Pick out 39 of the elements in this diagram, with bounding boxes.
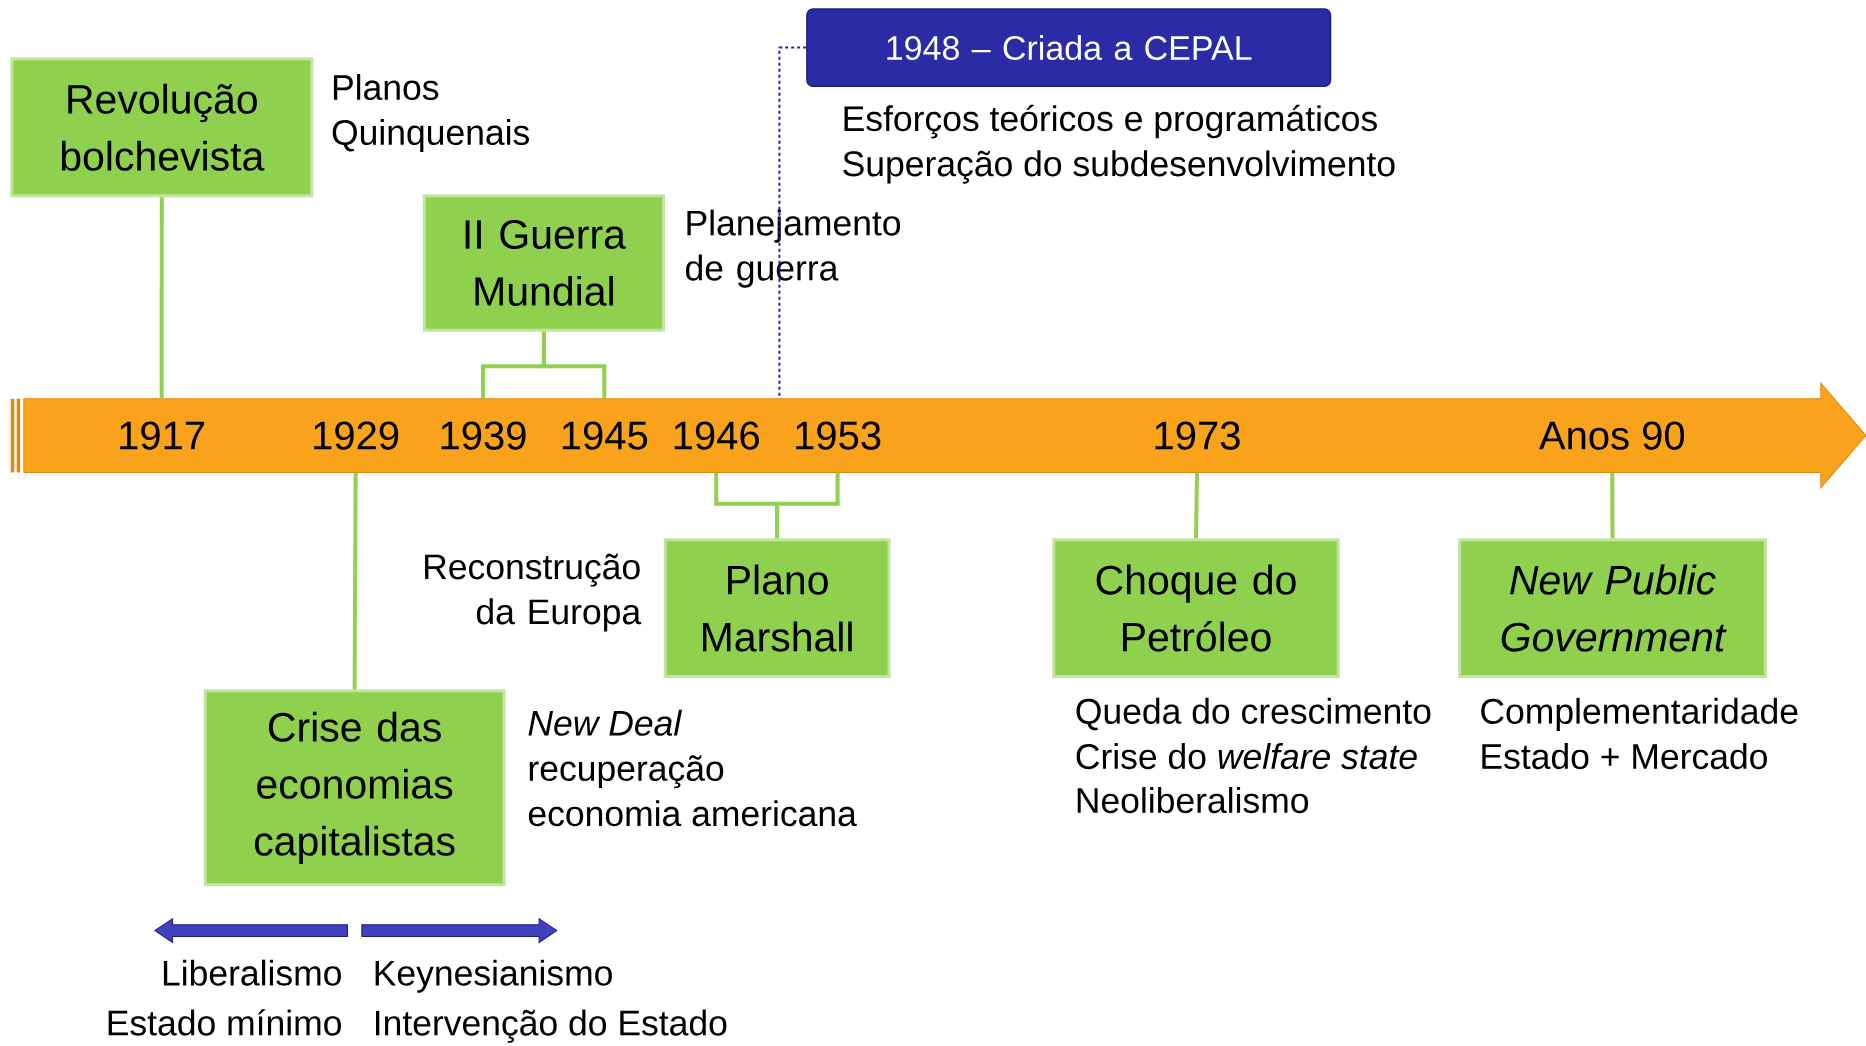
timeline-arrow — [10, 382, 1866, 489]
note-text: recuperação — [529, 755, 724, 789]
year-label: 1945 — [562, 421, 648, 450]
connector-line — [159, 197, 164, 399]
year-label: Anos 90 — [1539, 421, 1685, 450]
note-text: Crise do welfare state — [1076, 743, 1417, 770]
connector-line — [1610, 472, 1615, 539]
year-label: 1973 — [1155, 421, 1240, 450]
note-text: Planejamento de guerra — [686, 209, 901, 288]
year-label: 1946 — [674, 421, 759, 450]
note-text: Reconstrução da Europa — [425, 553, 642, 632]
label-text: Keynesianismo — [375, 959, 612, 993]
year-label: 1929 — [314, 421, 399, 450]
event-box: Crise das economias capitalistas — [203, 689, 506, 887]
event-box: Revolução bolchevista — [10, 57, 314, 198]
note-text: Esforços teóricos e programáticos — [844, 104, 1377, 139]
connector-line — [541, 331, 607, 399]
connector-line — [352, 472, 358, 690]
event-box: II Guerra Mundial — [422, 194, 665, 332]
note-text: New Deal — [528, 709, 683, 736]
note-text: economia americana — [528, 800, 857, 827]
note-text: Planos Quinquenais — [332, 74, 529, 153]
connector-line — [775, 472, 840, 539]
note-text: Complementaridade — [1481, 697, 1798, 731]
note-text: Superação do subdesenvolvimento — [843, 150, 1395, 184]
label-text: Estado mínimo — [108, 1009, 341, 1036]
year-label: 1953 — [796, 421, 881, 450]
note-text: Queda do crescimento — [1076, 697, 1431, 731]
year-label: 1939 — [441, 421, 526, 450]
note-text: Estado + Mercado — [1482, 743, 1767, 770]
event-box: Plano Marshall — [663, 538, 891, 679]
note-text: Neoliberalismo — [1077, 787, 1309, 814]
connector-line — [1194, 472, 1199, 539]
event-box: New Public Government — [1458, 538, 1767, 679]
label-text: Liberalismo — [163, 959, 341, 986]
year-label: 1917 — [120, 421, 205, 450]
title-box: 1948 – Criada a CEPAL — [806, 8, 1332, 88]
event-box: Choque do Petróleo — [1052, 538, 1340, 679]
label-text: Intervenção do Estado — [376, 1009, 727, 1043]
